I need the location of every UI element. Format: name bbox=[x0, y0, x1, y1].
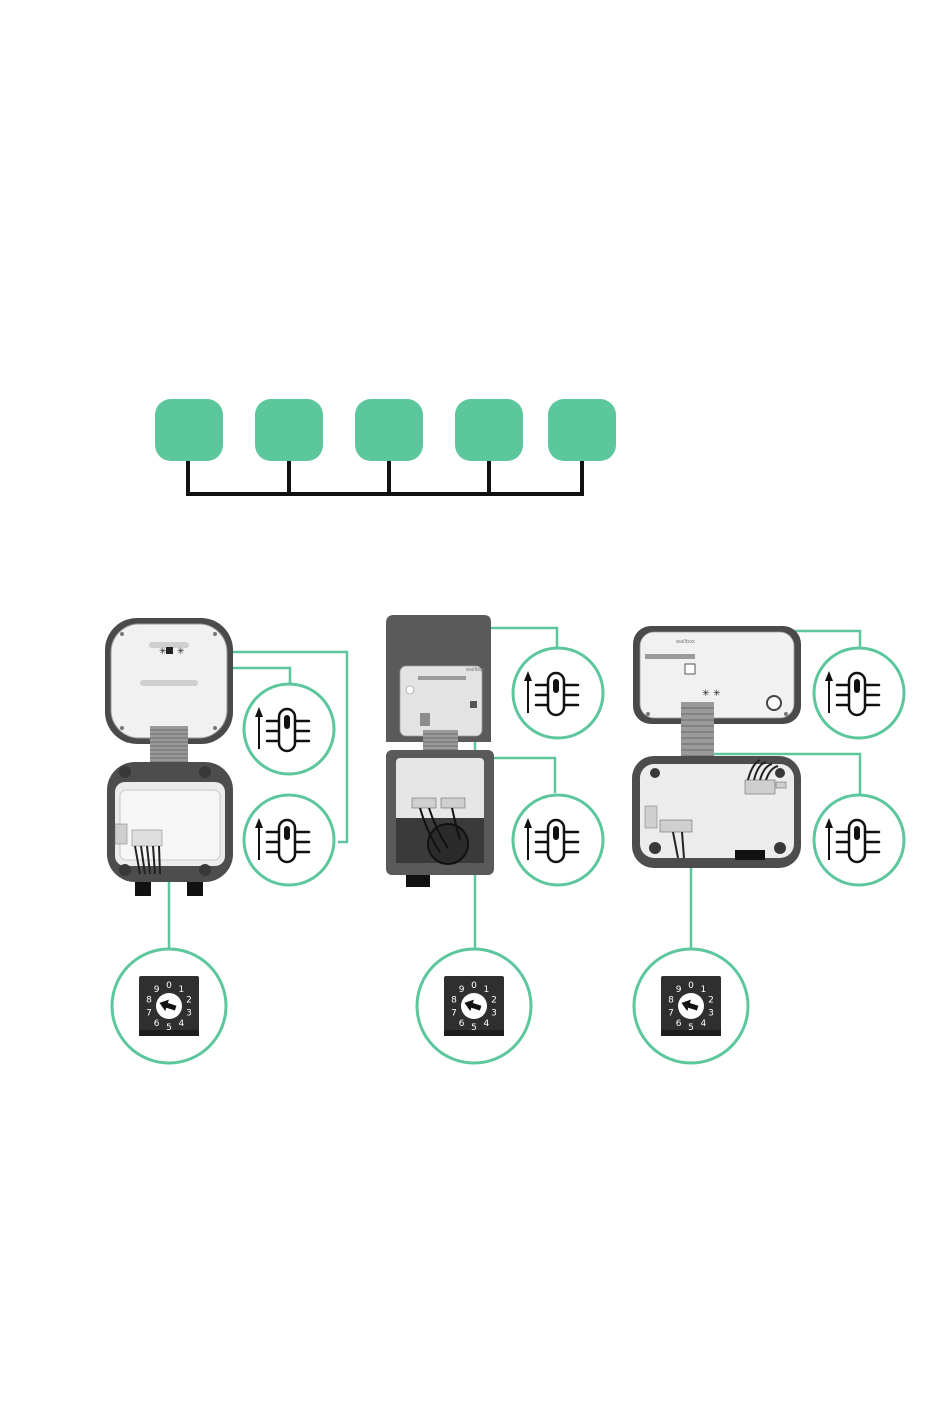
dip-switch-zoom-4 bbox=[513, 795, 603, 885]
dip-switch-zoom-3 bbox=[513, 648, 603, 738]
dial-label: 3 bbox=[491, 1008, 497, 1018]
dial-label: 2 bbox=[491, 996, 497, 1006]
dip-switch-zoom-1 bbox=[244, 684, 334, 774]
dial-label: 8 bbox=[668, 996, 674, 1006]
charger-copper: wallbox bbox=[386, 615, 494, 887]
dial-label: 8 bbox=[451, 996, 457, 1006]
dial-label: 5 bbox=[688, 1023, 694, 1033]
dip-switch-zoom-6 bbox=[814, 795, 904, 885]
dial-label: 0 bbox=[688, 981, 694, 991]
svg-text:wallbox: wallbox bbox=[676, 639, 695, 645]
svg-text:✳: ✳ bbox=[713, 689, 721, 699]
charger-node-2 bbox=[255, 399, 323, 461]
dial-label: 7 bbox=[451, 1008, 457, 1018]
dial-label: 9 bbox=[676, 985, 682, 995]
dial-label: 7 bbox=[668, 1008, 674, 1018]
dial-label: 1 bbox=[178, 985, 184, 995]
dip-switch-zoom-5 bbox=[814, 648, 904, 738]
dial-label: 9 bbox=[459, 985, 465, 995]
dip-switch-zoom-2 bbox=[244, 795, 334, 885]
charger-node-5 bbox=[548, 399, 616, 461]
dial-label: 0 bbox=[471, 981, 477, 991]
base-panel bbox=[640, 764, 794, 858]
dial-label: 4 bbox=[483, 1019, 489, 1029]
dial-label: 6 bbox=[676, 1019, 682, 1029]
dial-label: 5 bbox=[471, 1023, 477, 1033]
dial-label: 0 bbox=[166, 981, 172, 991]
dial-label: 6 bbox=[154, 1019, 160, 1029]
charger-node-3 bbox=[355, 399, 423, 461]
svg-text:✳: ✳ bbox=[702, 689, 710, 699]
charger-commander: ✳ ✳ wallbox bbox=[632, 626, 801, 868]
charger-node-4 bbox=[455, 399, 523, 461]
dial-label: 1 bbox=[700, 985, 706, 995]
dial-label: 3 bbox=[708, 1008, 714, 1018]
dip-switch-zooms bbox=[244, 648, 904, 885]
dial-label: 5 bbox=[166, 1023, 172, 1033]
dial-label: 4 bbox=[178, 1019, 184, 1029]
dial-label: 4 bbox=[700, 1019, 706, 1029]
dial-label: 6 bbox=[459, 1019, 465, 1029]
network-topology bbox=[155, 399, 616, 494]
svg-text:✳: ✳ bbox=[159, 647, 167, 657]
bus-line bbox=[188, 463, 582, 494]
charger-node-1 bbox=[155, 399, 223, 461]
dial-label: 3 bbox=[186, 1008, 192, 1018]
dial-label: 8 bbox=[146, 996, 152, 1006]
svg-text:✳: ✳ bbox=[177, 647, 185, 657]
dial-label: 7 bbox=[146, 1008, 152, 1018]
dial-label: 2 bbox=[186, 996, 192, 1006]
dial-label: 1 bbox=[483, 985, 489, 995]
svg-text:wallbox: wallbox bbox=[466, 667, 485, 673]
charger-pulsar-plus: ✳ ✳ wallbox bbox=[105, 618, 233, 896]
dial-label: 9 bbox=[154, 985, 160, 995]
dial-label: 2 bbox=[708, 996, 714, 1006]
